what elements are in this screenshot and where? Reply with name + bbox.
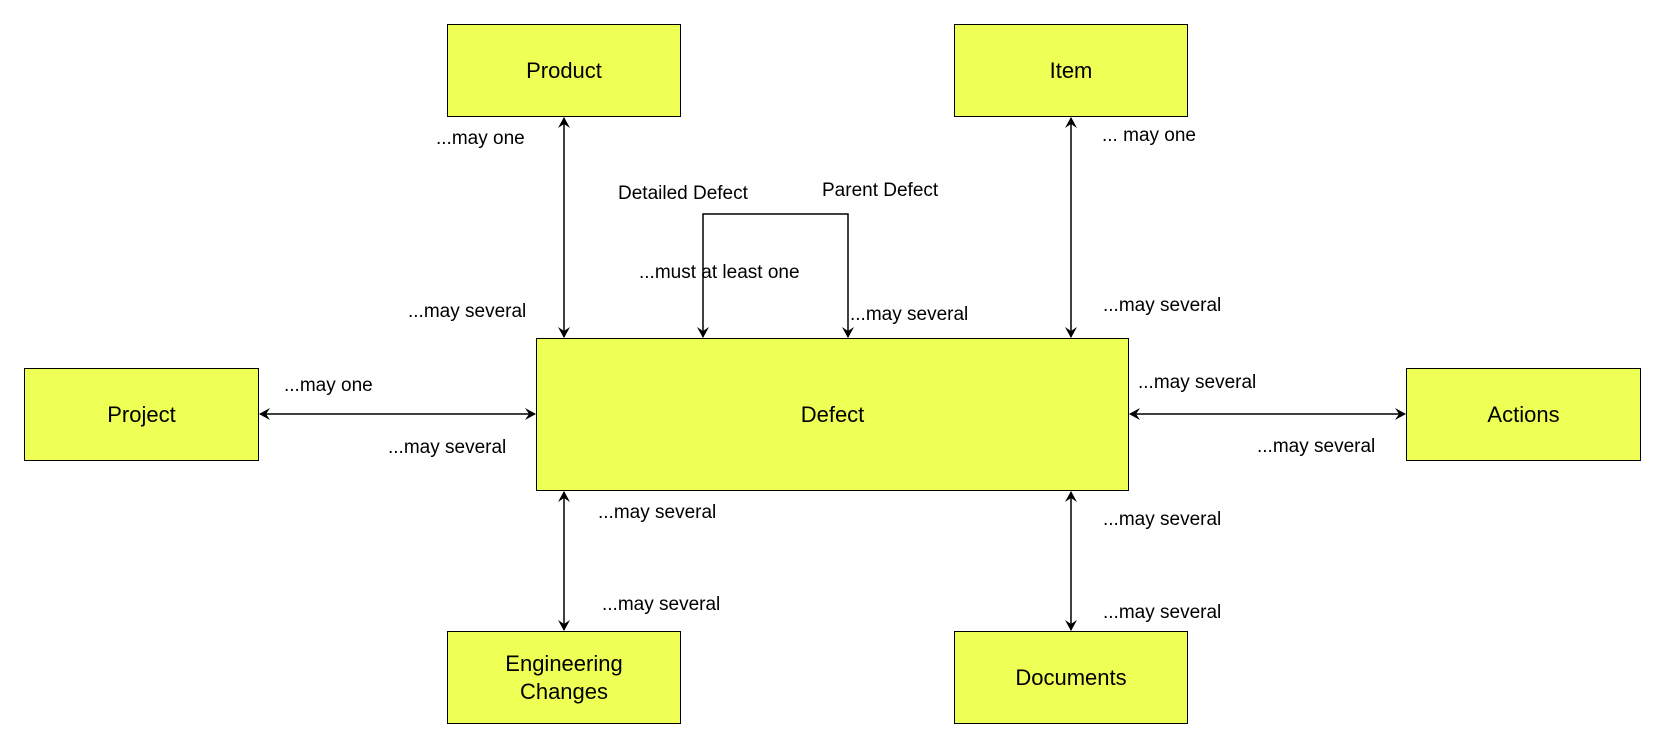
label-must-at-least-one: ...must at least one: [639, 262, 800, 283]
entity-item: Item: [954, 24, 1188, 117]
entity-engineering-changes: Engineering Changes: [447, 631, 681, 724]
defect-self-connector: [697, 213, 854, 338]
entity-engineering-changes-line2: Changes: [519, 678, 609, 704]
label-parent-defect: Parent Defect: [822, 180, 939, 201]
entity-engineering-changes-line1: Engineering: [505, 651, 623, 676]
entity-defect-label: Defect: [800, 401, 865, 427]
label-eng-several-top: ...may several: [598, 502, 717, 523]
label-product-one: ...may one: [436, 128, 525, 149]
entity-documents: Documents: [954, 631, 1188, 724]
label-actions-several-top: ...may several: [1138, 372, 1257, 393]
label-actions-several-bottom: ...may several: [1257, 436, 1376, 457]
label-docs-several-bottom: ...may several: [1103, 602, 1222, 623]
label-product-several: ...may several: [408, 301, 527, 322]
label-self-several: ...may several: [850, 304, 969, 325]
entity-project-label: Project: [107, 401, 176, 427]
label-docs-several-top: ...may several: [1103, 509, 1222, 530]
label-detailed-defect: Detailed Defect: [618, 183, 748, 204]
label-item-several: ...may several: [1103, 295, 1222, 316]
label-eng-several-bottom: ...may several: [602, 594, 721, 615]
entity-documents-label: Documents: [1015, 664, 1127, 690]
entity-actions: Actions: [1406, 368, 1641, 461]
entity-project: Project: [24, 368, 259, 461]
label-project-several: ...may several: [388, 437, 507, 458]
entity-defect: Defect: [536, 338, 1129, 491]
entity-product: Product: [447, 24, 681, 117]
label-item-one: ... may one: [1102, 125, 1196, 146]
entity-product-label: Product: [526, 57, 602, 83]
entity-actions-label: Actions: [1487, 401, 1560, 427]
entity-item-label: Item: [1049, 57, 1093, 83]
label-project-one: ...may one: [284, 375, 373, 396]
